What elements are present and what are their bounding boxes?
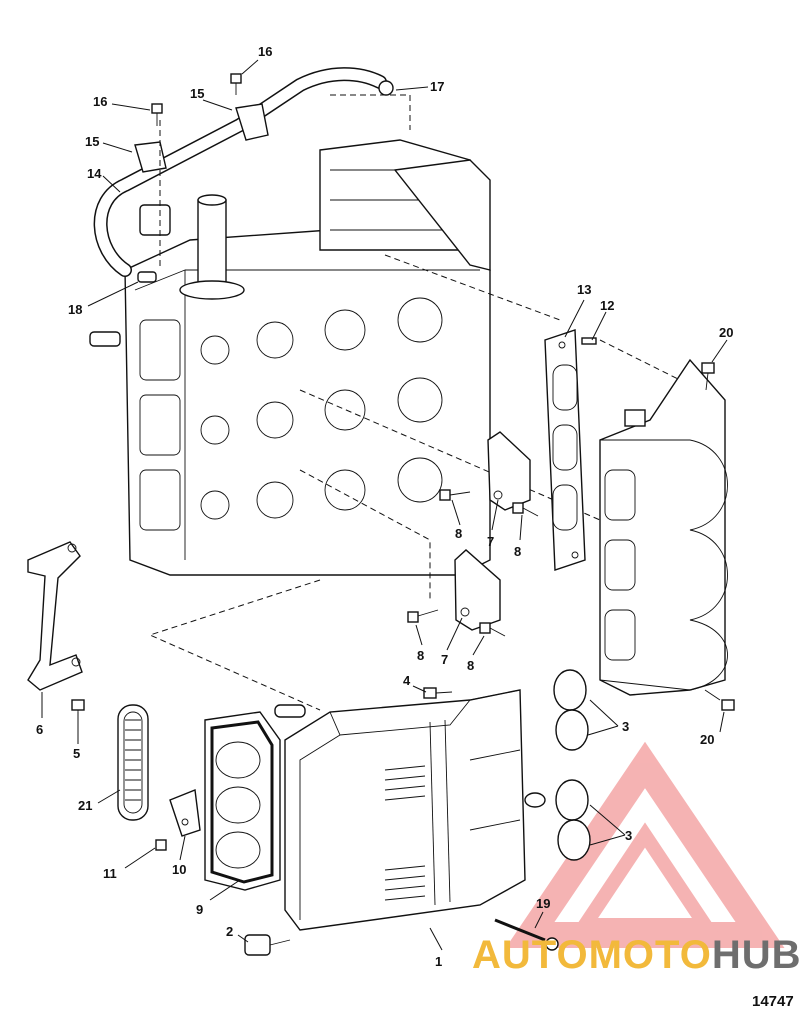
svg-text:AUTOMOTOHUB: AUTOMOTOHUB [472,933,800,977]
callout-4: 4 [403,673,411,688]
bolt-8b [512,502,539,517]
bolt-4 [423,687,453,699]
callout-9: 9 [196,902,203,917]
o-rings-3 [553,669,591,861]
bolt-20-lower [704,689,735,711]
callout-20-lower: 20 [700,732,714,747]
bolt-16-lower [151,103,163,126]
callout-5: 5 [73,746,80,761]
fitting-2 [244,934,291,956]
silencer-gasket [204,711,281,891]
callout-3-lower: 3 [625,828,632,843]
screen-21 [117,704,149,821]
callout-17: 17 [430,79,444,94]
callout-10: 10 [172,862,186,877]
bolt-8d [479,622,506,637]
clip-10 [169,789,201,837]
hose [93,67,394,277]
block-bosses [139,297,443,531]
callout-8d: 8 [467,658,474,673]
callout-8b: 8 [514,544,521,559]
callout-15-lower: 15 [85,134,99,149]
screw-19 [494,918,559,951]
bracket-upper [487,431,531,511]
callout-13: 13 [577,282,591,297]
callout-2: 2 [226,924,233,939]
hose-clamp-lower [134,141,167,173]
callout-6: 6 [36,722,43,737]
callout-15-upper: 15 [190,86,204,101]
silencer-cover [274,689,546,931]
callout-16-lower: 16 [93,94,107,109]
figure-number: 14747 [752,993,794,1010]
callout-8a: 8 [455,526,462,541]
hose-clamp-upper [235,103,269,141]
callout-3-upper: 3 [622,719,629,734]
cylinder-block [89,139,491,576]
callout-11: 11 [103,866,117,881]
watermark-auto: AUTOMOTO [472,933,712,977]
support-bracket [27,541,83,691]
dowel-pin-12 [581,337,597,345]
intake-manifold [599,358,728,696]
bolts-8 [407,489,539,637]
watermark-hub: HUB [712,933,800,977]
bolt-16-upper [230,73,242,95]
bolt-20-upper [701,362,715,391]
bracket-lower [454,549,501,631]
leader-lines [41,59,728,951]
callout-labels: 16 16 15 15 14 17 18 13 12 20 8 7 8 8 7 … [36,44,733,969]
callout-21: 21 [78,798,92,813]
callout-18: 18 [68,302,82,317]
callout-7-upper: 7 [487,534,494,549]
hose-fitting-18 [137,271,157,283]
callout-19: 19 [536,896,550,911]
callout-14: 14 [87,166,102,181]
intake-gasket [544,329,586,571]
bolt-8a [439,489,471,501]
callout-16-upper: 16 [258,44,272,59]
callout-20-upper: 20 [719,325,733,340]
callout-12: 12 [600,298,614,313]
screw-11 [155,839,167,851]
bolt-8c [407,609,439,623]
watermark-text: AUTOMOTOHUB [472,933,800,977]
callout-1: 1 [435,954,442,969]
callout-8c: 8 [417,648,424,663]
callout-7-lower: 7 [441,652,448,667]
